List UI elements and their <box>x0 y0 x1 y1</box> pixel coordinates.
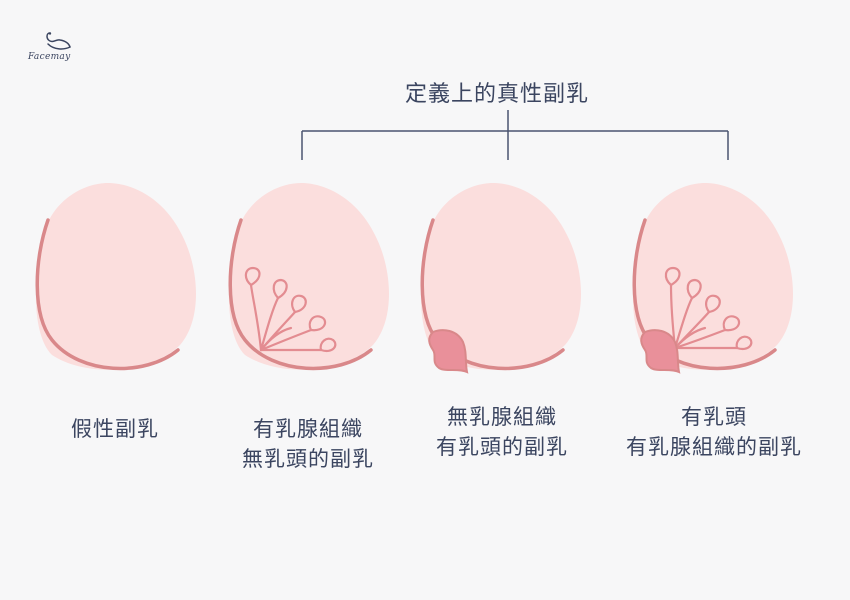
group-title: 定義上的真性副乳 <box>405 82 590 107</box>
breast-illustration-nipple-and-gland <box>632 182 793 374</box>
swan-icon <box>46 32 71 50</box>
breast-shape <box>420 182 581 370</box>
label-line: 有乳腺組織 <box>253 417 363 441</box>
nipple <box>428 329 469 374</box>
label-line: 有乳腺組織的副乳 <box>626 435 802 459</box>
nipple <box>640 329 681 374</box>
breast-outline <box>35 218 180 371</box>
label-line: 假性副乳 <box>71 417 159 441</box>
breast-outline <box>228 218 373 371</box>
breast-shape <box>228 182 389 370</box>
label-nipple-and-gland: 有乳頭 有乳腺組織的副乳 <box>608 402 820 462</box>
mammary-gland <box>244 266 337 353</box>
brand-name: Facemay <box>28 52 71 62</box>
label-nipple-only: 無乳腺組織 有乳頭的副乳 <box>412 402 592 462</box>
breast-shape <box>35 182 196 370</box>
label-line: 無乳頭的副乳 <box>242 447 374 471</box>
label-line: 無乳腺組織 <box>447 405 557 429</box>
label-line: 有乳頭 <box>681 405 747 429</box>
breast-illustration-gland-only <box>228 182 389 371</box>
brand-logo: Facemay <box>28 30 88 66</box>
label-pseudo: 假性副乳 <box>40 414 190 444</box>
breast-illustration-pseudo <box>35 182 196 371</box>
label-line: 有乳頭的副乳 <box>436 435 568 459</box>
breast-illustration-nipple-only <box>420 182 581 374</box>
label-gland-only: 有乳腺組織 無乳頭的副乳 <box>218 414 398 474</box>
